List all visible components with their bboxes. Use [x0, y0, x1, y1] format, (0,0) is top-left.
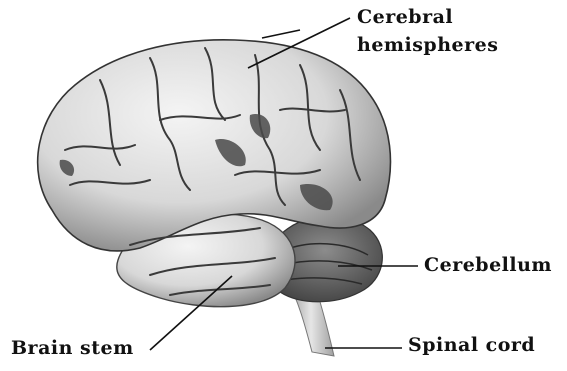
label-cerebral-line2: hemispheres — [357, 34, 498, 56]
label-brain-stem: Brain stem — [11, 337, 134, 359]
label-cerebellum: Cerebellum — [424, 254, 552, 276]
label-cerebral-line1: Cerebral — [357, 6, 453, 28]
label-spinal-cord: Spinal cord — [408, 334, 535, 356]
